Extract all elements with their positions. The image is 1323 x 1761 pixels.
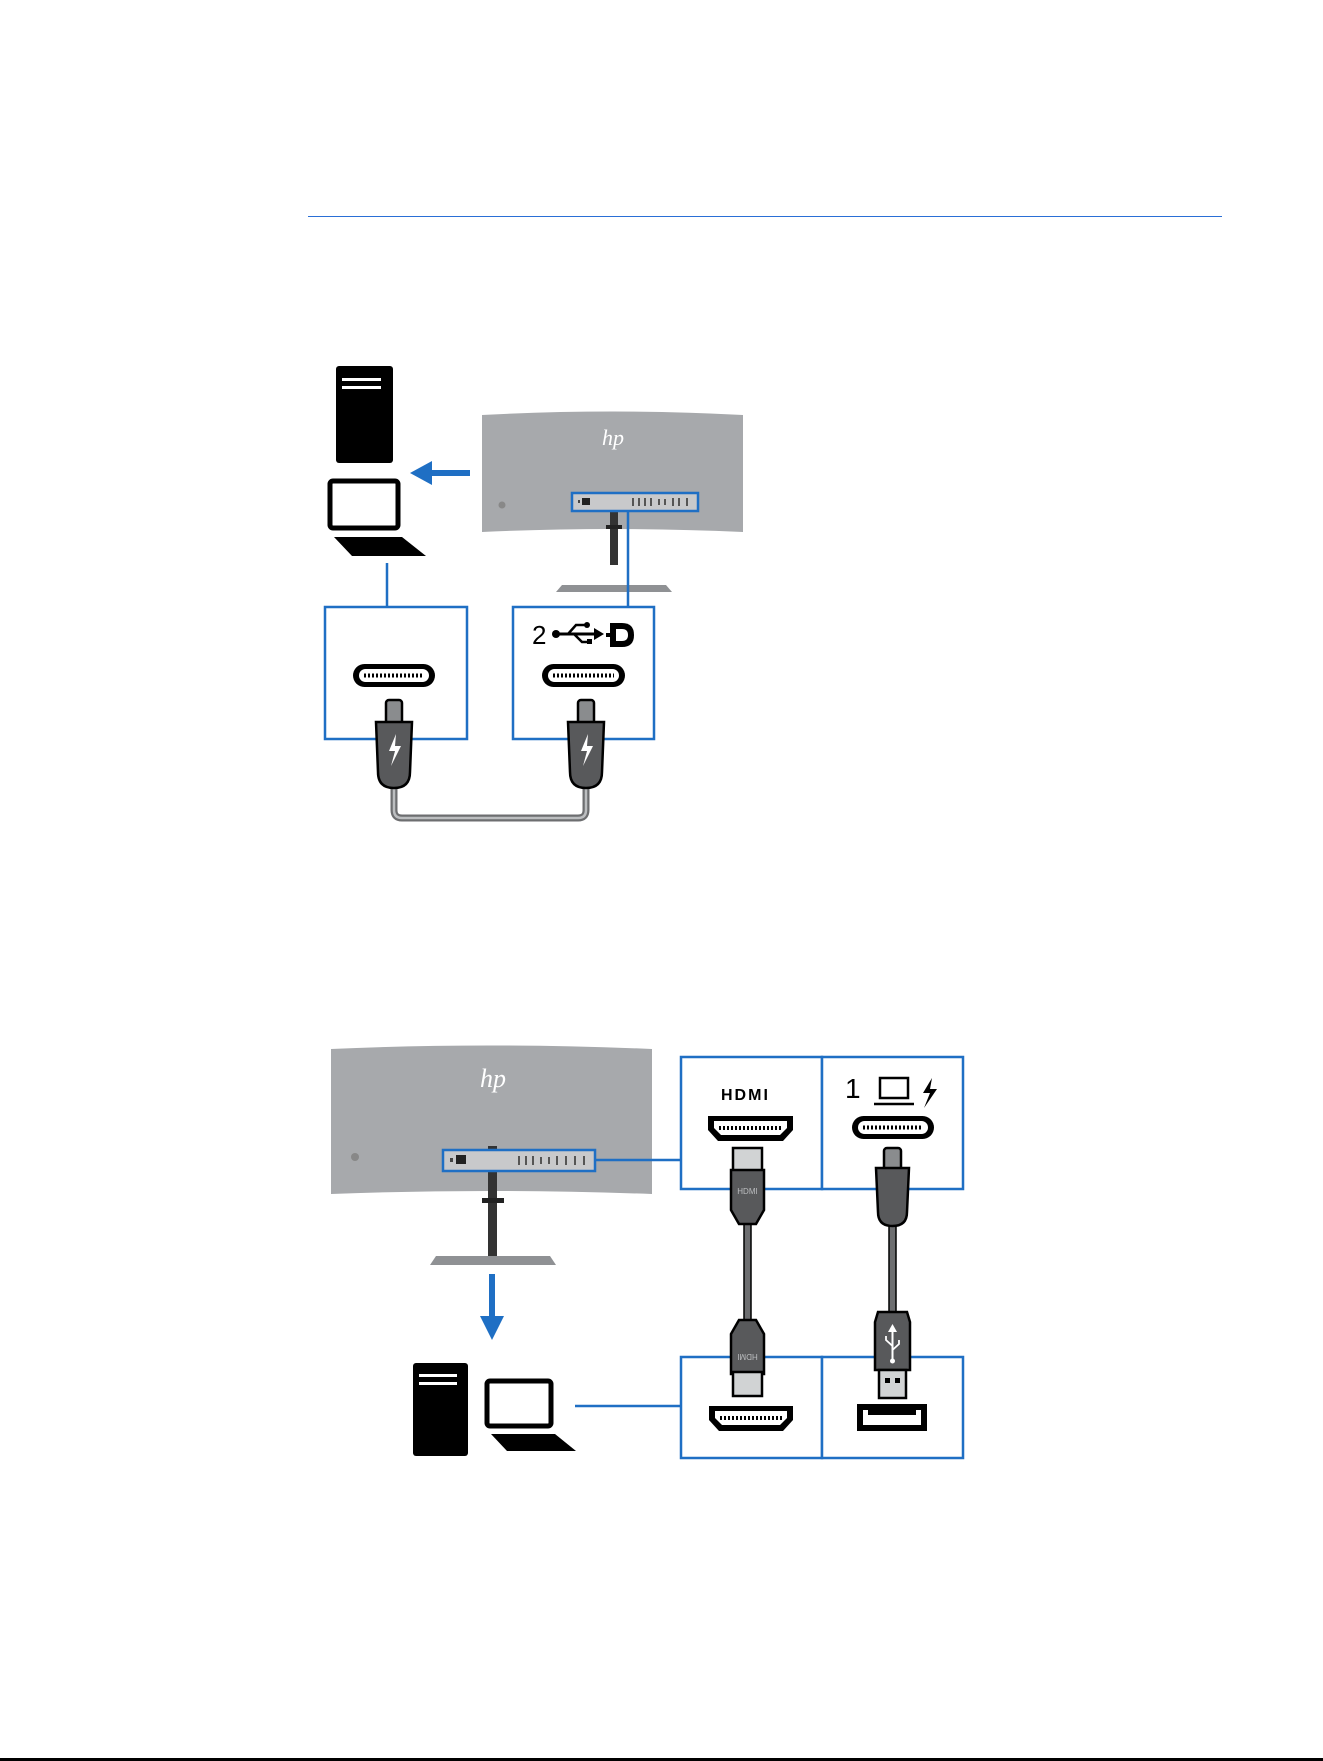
hp-logo-icon: hp [602, 425, 624, 450]
figure-hdmi-usb-connection: hp HDMI [0, 1000, 1323, 1760]
usb-cable [875, 1148, 910, 1398]
hdmi-port-icon [709, 1406, 793, 1431]
hdmi-connector-text: HDMI [737, 1187, 757, 1196]
hp-logo-icon: hp [480, 1064, 506, 1093]
computer-tower-icon [413, 1363, 468, 1456]
laptop-icon [487, 1381, 576, 1451]
hdmi-port-icon [708, 1116, 793, 1141]
displayport-icon [606, 623, 634, 647]
svg-text:hp: hp [602, 425, 624, 450]
usb-c-port-icon [852, 1116, 934, 1139]
monitor-port-boxes: HDMI 1 [681, 1057, 963, 1189]
direction-arrow [480, 1274, 504, 1340]
laptop-icon [330, 481, 426, 556]
hdmi-connector-text: HDMI [737, 1352, 757, 1361]
hdmi-cable: HDMI HDMI [731, 1148, 764, 1396]
direction-arrow [410, 461, 470, 485]
svg-text:hp: hp [480, 1064, 506, 1093]
computer-tower-icon [336, 366, 393, 463]
figure-usb-c-connection: hp 2 [0, 0, 1323, 860]
monitor-rear-view: hp [331, 1046, 652, 1266]
monitor-rear-view: hp [482, 412, 743, 593]
port-number-label: 2 [532, 620, 546, 650]
usb-c-port-icon [353, 664, 435, 687]
usb-a-port-icon [857, 1404, 927, 1431]
usb-c-port-icon [542, 664, 625, 687]
computer-port-boxes [681, 1357, 963, 1458]
port-number-label: 1 [845, 1073, 861, 1104]
hdmi-label: HDMI [721, 1087, 770, 1104]
